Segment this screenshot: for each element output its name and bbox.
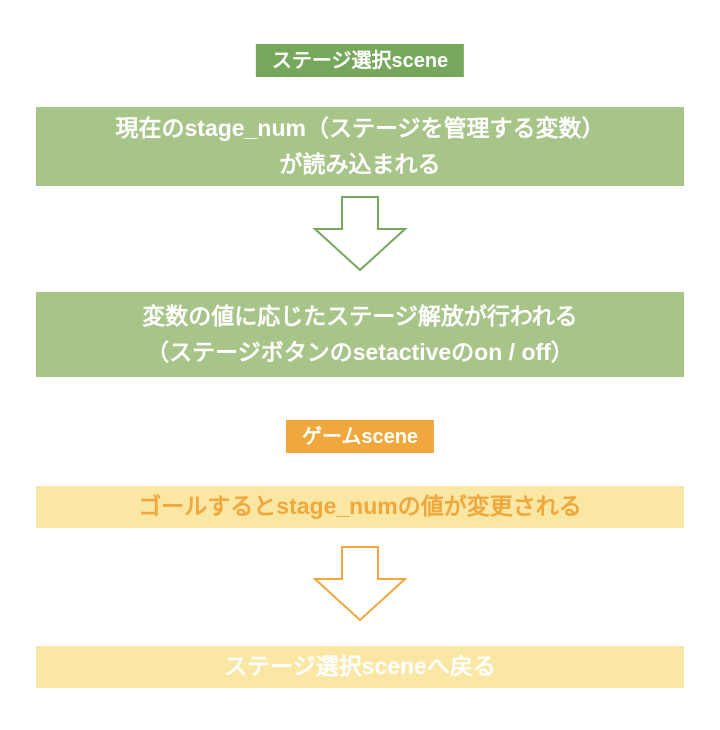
return-to-stage-select-box: ステージ選択sceneへ戻る: [36, 646, 684, 688]
down-arrow-icon: [312, 546, 408, 622]
stage-unlock-box: 変数の値に応じたステージ解放が行われる （ステージボタンのsetactiveのo…: [36, 292, 684, 377]
load-stage-num-box-line2: が読み込まれる: [279, 150, 441, 177]
game-scene-badge: ゲームscene: [285, 420, 435, 453]
goal-change-box-line1: ゴールするとstage_numの値が変更される: [138, 493, 582, 520]
load-stage-num-box: 現在のstage_num（ステージを管理する変数） が読み込まれる: [36, 107, 684, 186]
down-arrow-icon: [312, 196, 408, 272]
stage-unlock-box-line1: 変数の値に応じたステージ解放が行われる: [142, 302, 578, 329]
stage-select-scene-badge: ステージ選択scene: [255, 44, 465, 77]
stage-unlock-box-line2: （ステージボタンのsetactiveのon / off）: [146, 338, 574, 365]
return-to-stage-select-box-line1: ステージ選択sceneへ戻る: [224, 653, 496, 680]
load-stage-num-box-line1: 現在のstage_num（ステージを管理する変数）: [115, 114, 605, 141]
goal-change-box: ゴールするとstage_numの値が変更される: [36, 486, 684, 528]
